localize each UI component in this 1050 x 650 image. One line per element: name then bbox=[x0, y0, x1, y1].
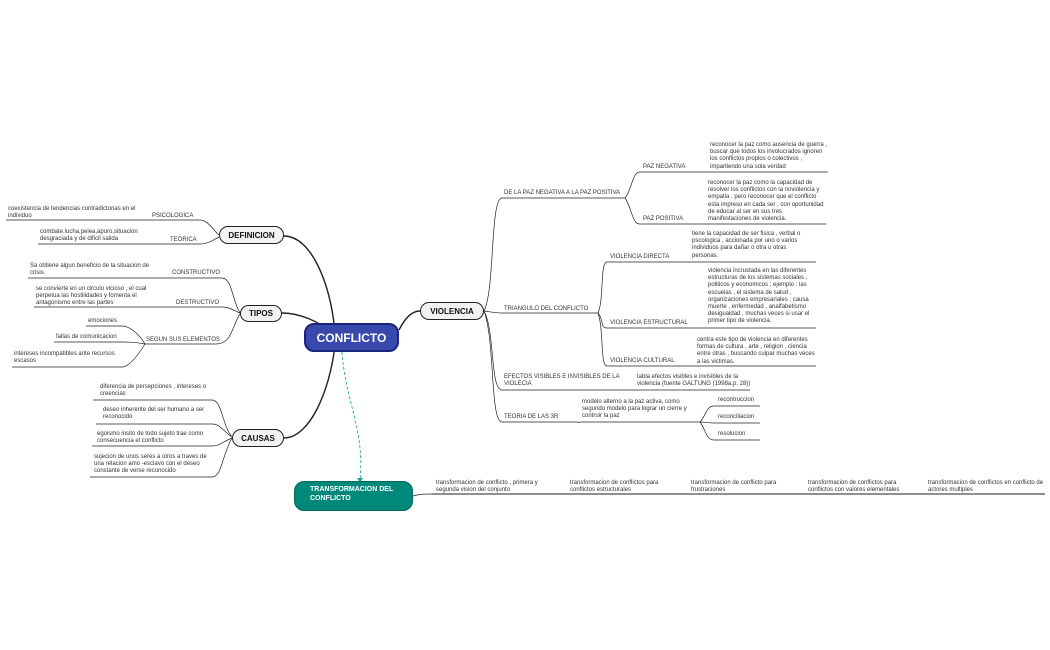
element-intereses: intereses incompatibles ante recursos es… bbox=[14, 351, 115, 365]
causa-3: egoismo insito de todo sujeto trae como … bbox=[97, 431, 204, 445]
subtopic-paz-negativa[interactable]: PAZ NEGATIVA bbox=[643, 164, 686, 170]
subtopic-triangulo[interactable]: TRIANGULO DEL CONFLICTO bbox=[504, 306, 589, 312]
note-paz-positiva: reconocer la paz como la capacidad de re… bbox=[708, 180, 824, 223]
causa-2: deseo inherente del ser humano a ser rec… bbox=[103, 407, 205, 421]
note-psicologica: coexistencia de tendencias contradictori… bbox=[8, 206, 136, 220]
node-causas[interactable]: CAUSAS bbox=[232, 429, 284, 447]
causa-1: diferencia de persepciones , intereses o… bbox=[100, 384, 207, 398]
subtopic-destructivo[interactable]: DESTRUCTIVO bbox=[176, 300, 220, 306]
node-tipos[interactable]: TIPOS bbox=[240, 305, 282, 322]
note-paz-negativa: reconocer la paz como ausencia de guerra… bbox=[710, 142, 828, 170]
subtopic-violencia-estructural[interactable]: VIOLENCIA ESTRUCTURAL bbox=[610, 320, 688, 326]
floating-topic-transformacion[interactable]: TRANSFORMACION DEL CONFLICTO bbox=[294, 481, 413, 511]
node-violencia[interactable]: VIOLENCIA bbox=[420, 302, 484, 320]
note-teoria-3r: modelo alterno a la paz activa, como seg… bbox=[582, 399, 687, 420]
subtopic-segun-elementos[interactable]: SEGUN SUS ELEMENTOS bbox=[146, 337, 220, 343]
transformacion-5: transformacion de conflictos en conflict… bbox=[928, 480, 1044, 494]
note-violencia-estructural: violencia incrustada en las diferentes e… bbox=[708, 268, 810, 325]
r-resolucion: resolucion bbox=[718, 431, 746, 437]
note-violencia-directa: tiene la capacidad de ser fisica , verba… bbox=[692, 231, 801, 259]
note-teorica: combate.lucha,pelea,apuro,situacion desg… bbox=[40, 229, 138, 243]
subtopic-paz-positiva[interactable]: PAZ POSITIVA bbox=[643, 216, 684, 222]
r-reconciliacion: reconciliacion bbox=[718, 414, 755, 420]
transformacion-1: transformacion de conflicto , primera y … bbox=[436, 480, 538, 494]
subtopic-paz-negativa-positiva[interactable]: DE LA PAZ NEGATIVA A LA PAZ POSITIVA bbox=[504, 190, 621, 196]
transformacion-4: transformacion de conflictos para confli… bbox=[808, 480, 900, 494]
subtopic-teorica[interactable]: TEORICA bbox=[170, 237, 197, 243]
node-definicion[interactable]: DEFINICION bbox=[219, 226, 284, 244]
subtopic-psicologica[interactable]: PSICOLOGICA bbox=[152, 213, 194, 219]
central-topic[interactable]: CONFLICTO bbox=[304, 323, 399, 352]
note-violencia-cultural: centra este tipo de violencia en diferen… bbox=[697, 337, 815, 365]
note-destructivo: se convierte en un circulo vicioso , el … bbox=[36, 286, 147, 307]
element-emociones: emociones bbox=[88, 318, 118, 324]
transformacion-2: transformacion de conflictos para confli… bbox=[570, 480, 659, 494]
note-efectos: tabla efectos visibles e invisibles de l… bbox=[637, 374, 751, 388]
r-recontruccion: recontruccion bbox=[718, 397, 755, 403]
subtopic-violencia-directa[interactable]: VIOLENCIA DIRECTA bbox=[610, 254, 670, 260]
subtopic-teoria-3r[interactable]: TEORIA DE LAS 3R bbox=[504, 414, 559, 420]
subtopic-violencia-cultural[interactable]: VIOLENCIA CULTURAL bbox=[610, 358, 675, 364]
causa-4: sujecion de unos seres a otros a traves … bbox=[94, 454, 207, 475]
element-fallas-comunicacion: fallas de comunicacion bbox=[56, 334, 117, 340]
subtopic-constructivo[interactable]: CONSTRUCTIVO bbox=[172, 270, 220, 276]
subtopic-efectos[interactable]: EFECTOS VISIBLES E INVISIBLES DE LA VIOL… bbox=[504, 374, 620, 388]
note-constructivo: Sa obtiene algun beneficio de la situaci… bbox=[30, 263, 150, 277]
transformacion-3: transformacion de conflicto para frustra… bbox=[691, 480, 777, 494]
